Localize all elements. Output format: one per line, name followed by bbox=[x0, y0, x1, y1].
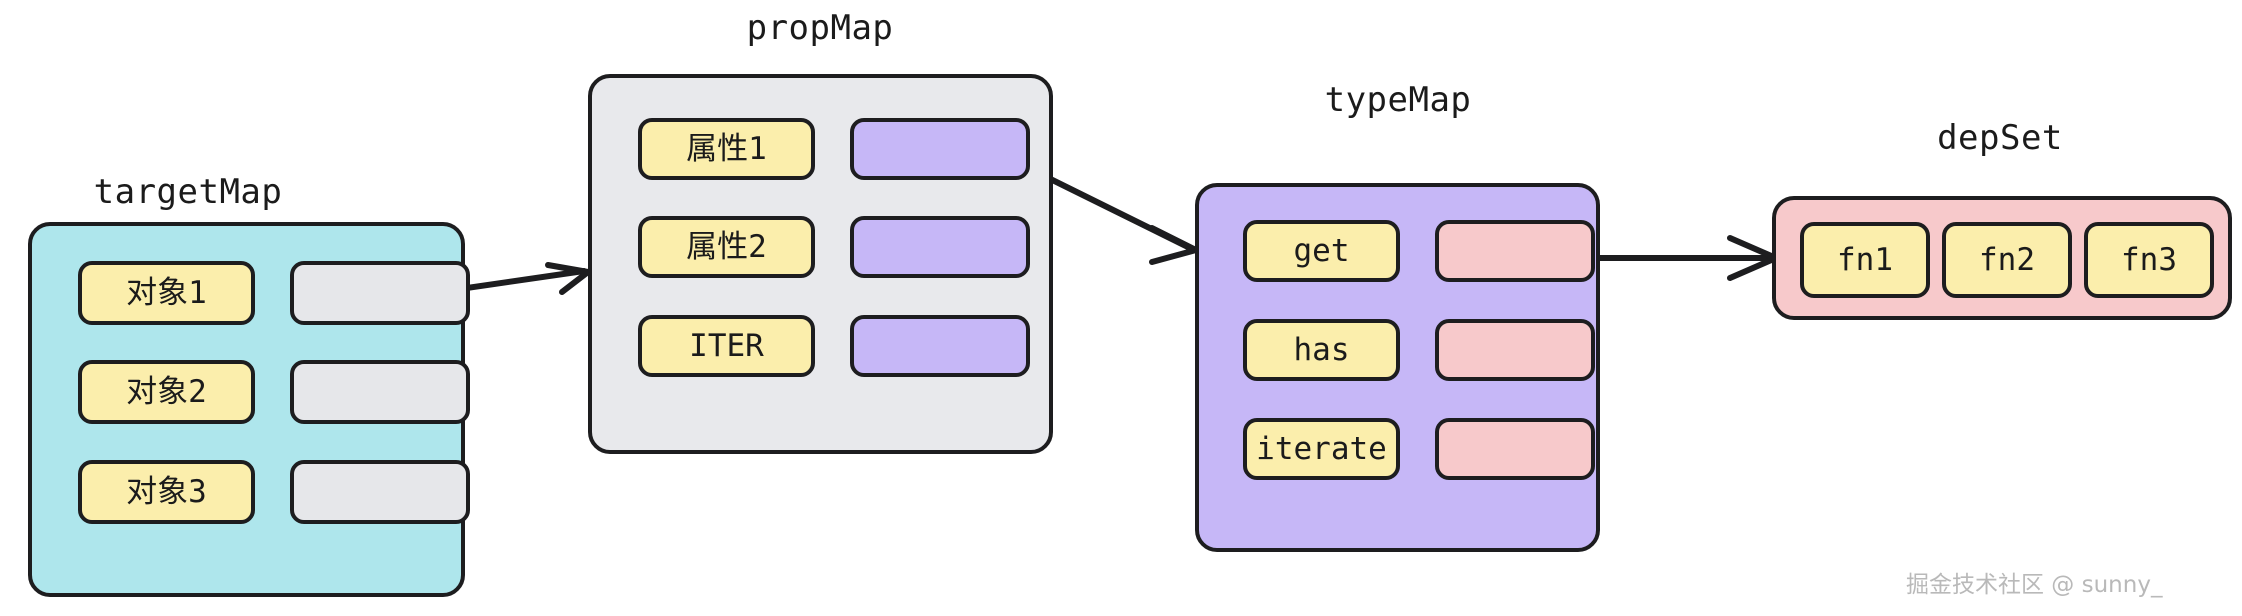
typemap-container: get has iterate bbox=[1195, 183, 1600, 552]
depset-item-0[interactable]: fn1 bbox=[1800, 222, 1930, 298]
typemap-value-0[interactable] bbox=[1435, 220, 1595, 282]
targetmap-title: targetMap bbox=[93, 172, 283, 212]
propmap-container: 属性1 属性2 ITER bbox=[588, 74, 1053, 454]
typemap-key-1[interactable]: has bbox=[1243, 319, 1400, 381]
depset-container: fn1 fn2 fn3 bbox=[1772, 196, 2232, 320]
typemap-key-0[interactable]: get bbox=[1243, 220, 1400, 282]
propmap-key-2[interactable]: ITER bbox=[638, 315, 815, 377]
propmap-value-0[interactable] bbox=[850, 118, 1030, 180]
propmap-key-0[interactable]: 属性1 bbox=[638, 118, 815, 180]
typemap-key-2[interactable]: iterate bbox=[1243, 418, 1400, 480]
depset-item-2[interactable]: fn3 bbox=[2084, 222, 2214, 298]
typemap-value-2[interactable] bbox=[1435, 418, 1595, 480]
typemap-title: typeMap bbox=[1324, 80, 1472, 120]
targetmap-key-1[interactable]: 对象2 bbox=[78, 360, 255, 424]
targetmap-key-0[interactable]: 对象1 bbox=[78, 261, 255, 325]
targetmap-value-0[interactable] bbox=[290, 261, 470, 325]
targetmap-key-2[interactable]: 对象3 bbox=[78, 460, 255, 524]
propmap-value-1[interactable] bbox=[850, 216, 1030, 278]
propmap-value-2[interactable] bbox=[850, 315, 1030, 377]
propmap-key-1[interactable]: 属性2 bbox=[638, 216, 815, 278]
arrow-typemap-to-depset bbox=[1595, 235, 1779, 281]
targetmap-value-2[interactable] bbox=[290, 460, 470, 524]
watermark: 掘金技术社区 @ sunny_ bbox=[1906, 572, 2163, 598]
targetmap-container: 对象1 对象2 对象3 bbox=[28, 222, 470, 597]
targetmap-value-1[interactable] bbox=[290, 360, 470, 424]
depset-item-1[interactable]: fn2 bbox=[1942, 222, 2072, 298]
propmap-title: propMap bbox=[746, 8, 894, 48]
typemap-value-1[interactable] bbox=[1435, 319, 1595, 381]
depset-title: depSet bbox=[1937, 118, 2063, 158]
